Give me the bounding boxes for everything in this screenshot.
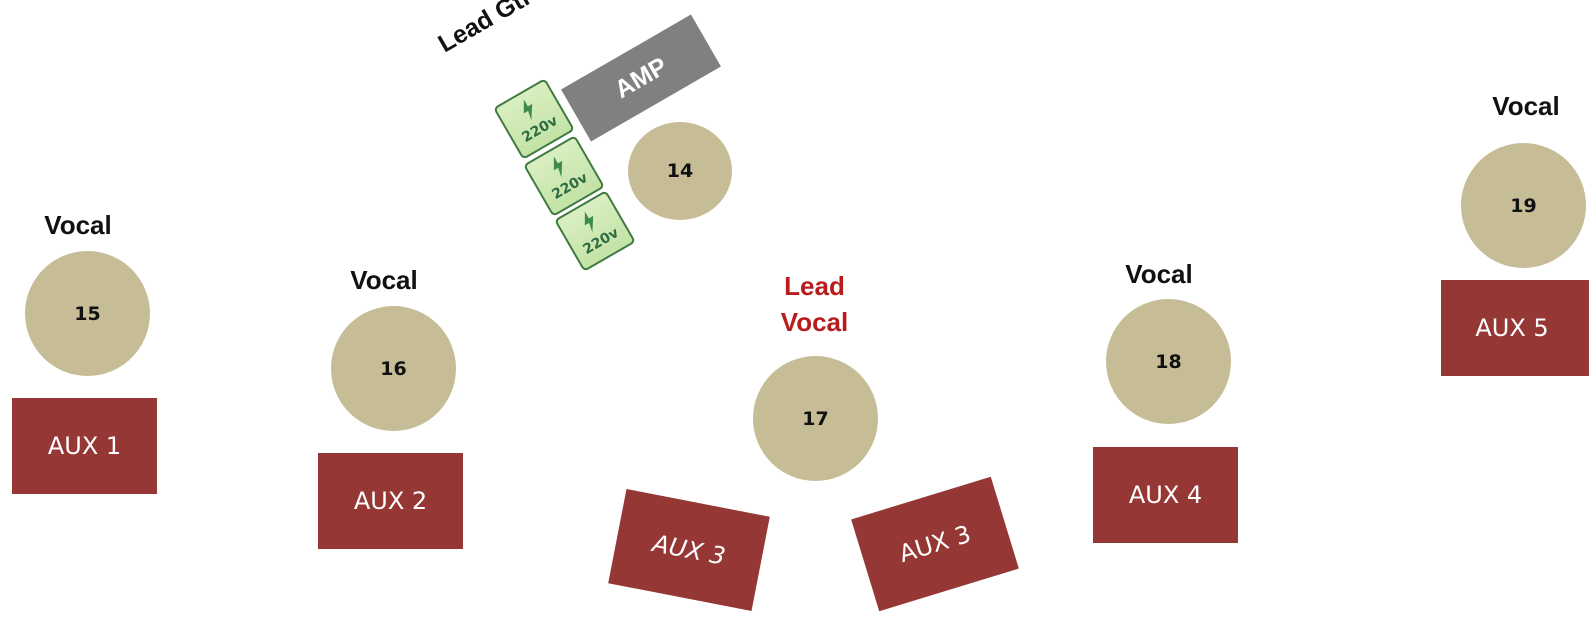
- monitor-label: AUX 1: [47, 432, 122, 460]
- vocal-label-15: Vocal: [44, 210, 112, 240]
- power-outlet: 220v: [523, 135, 605, 217]
- monitor-aux-2: AUX 2: [318, 453, 463, 549]
- lead-vocal-label-line: Vocal: [780, 306, 849, 337]
- mic-number: 14: [666, 160, 694, 182]
- monitor-aux-3-right: AUX 3: [851, 476, 1019, 612]
- mic-number: 16: [380, 357, 407, 380]
- monitor-aux-5: AUX 5: [1441, 280, 1589, 376]
- monitor-label: AUX 3: [895, 519, 975, 569]
- lightning-icon: [584, 211, 594, 233]
- monitor-label: AUX 3: [650, 529, 728, 571]
- lightning-icon: [553, 156, 563, 178]
- monitor-aux-4: AUX 4: [1093, 447, 1238, 543]
- mic-position-19: 19: [1461, 143, 1586, 268]
- mic-number: 18: [1155, 350, 1182, 373]
- mic-position-17: 17: [753, 356, 878, 481]
- mic-number: 19: [1510, 194, 1537, 217]
- lead-guitar-label: Lead Gtr: [433, 0, 537, 59]
- vocal-label-18: Vocal: [1125, 259, 1193, 289]
- monitor-label: AUX 2: [353, 487, 428, 515]
- mic-position-16: 16: [331, 306, 456, 431]
- guitar-amp: AMP: [561, 14, 721, 142]
- monitor-label: AUX 4: [1128, 481, 1203, 509]
- mic-position-18: 18: [1106, 299, 1231, 424]
- lightning-icon: [523, 99, 533, 121]
- vocal-label-16: Vocal: [350, 265, 418, 295]
- monitor-label: AUX 5: [1475, 314, 1549, 342]
- mic-number: 15: [74, 302, 101, 325]
- amp-label: AMP: [609, 51, 672, 104]
- mic-number: 17: [802, 407, 829, 430]
- mic-position-15: 15: [25, 251, 150, 376]
- lead-vocal-label: Lead Vocal: [752, 269, 877, 341]
- power-outlet: 220v: [554, 190, 636, 272]
- monitor-aux-1: AUX 1: [12, 398, 157, 494]
- mic-position-14: 14: [628, 122, 732, 220]
- vocal-label-19: Vocal: [1492, 91, 1560, 121]
- lead-vocal-label-line: Lead: [784, 271, 845, 301]
- monitor-aux-3-left: AUX 3: [608, 488, 770, 612]
- power-outlet: 220v: [493, 78, 575, 160]
